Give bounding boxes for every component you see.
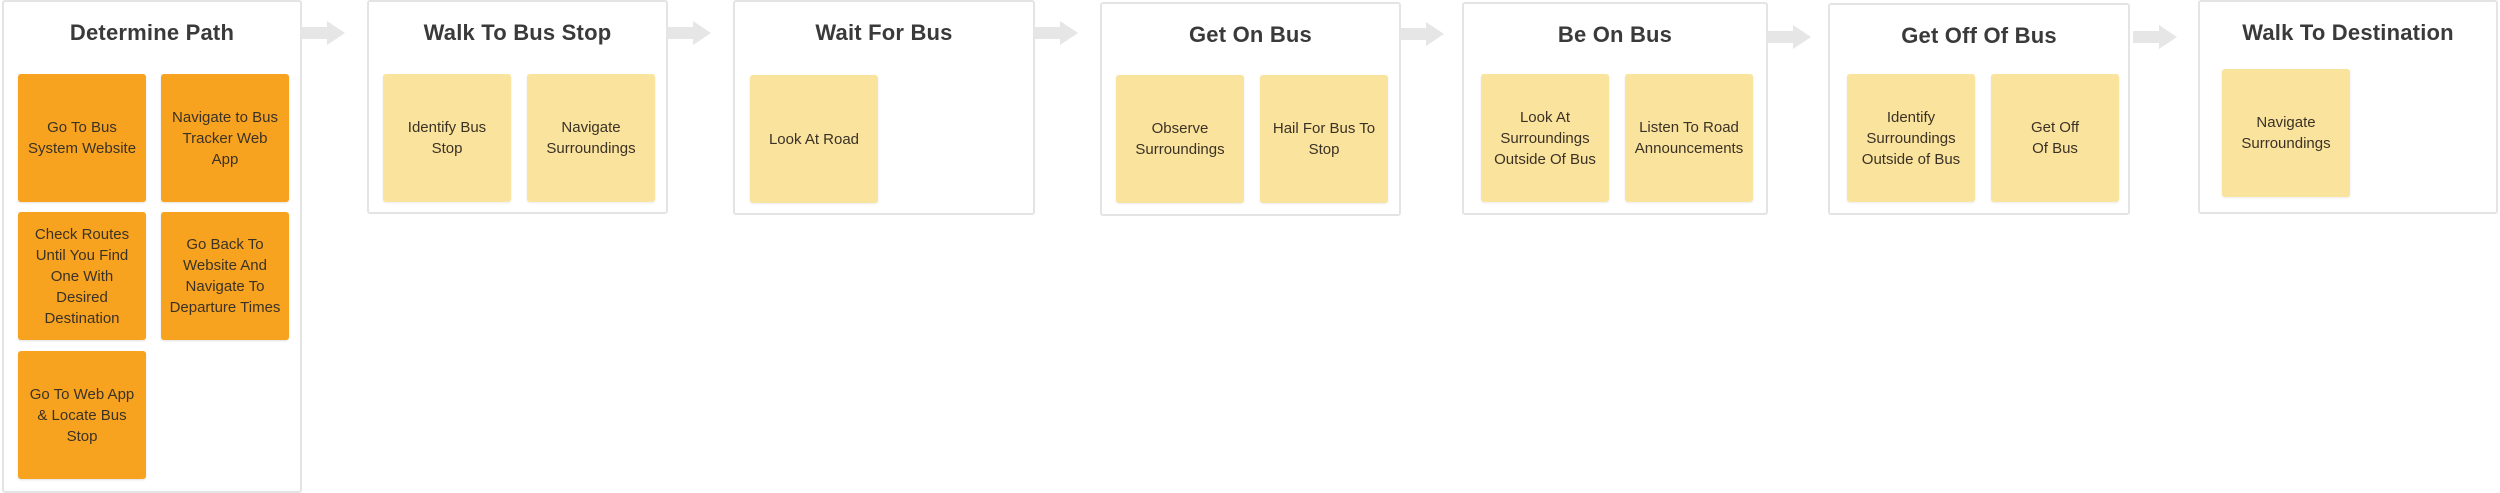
sticky-note[interactable]: Navigate Surroundings	[2222, 69, 2350, 197]
arrow-right-icon	[1400, 22, 1444, 46]
sticky-note[interactable]: Get Off Of Bus	[1991, 74, 2119, 202]
arrow-right-icon	[1767, 25, 1811, 49]
stage-walk-to-destination: Walk To Destination Navigate Surrounding…	[2198, 0, 2498, 214]
sticky-note[interactable]: Go To Bus System Website	[18, 74, 146, 202]
sticky-note[interactable]: Identify Surroundings Outside of Bus	[1847, 74, 1975, 202]
stage-title: Get Off Of Bus	[1901, 23, 2057, 48]
stage-determine-path: Determine Path Go To Bus System Website …	[2, 0, 302, 493]
stage-title: Be On Bus	[1557, 22, 1673, 47]
arrow-right-icon	[1034, 21, 1078, 45]
stage-title: Get On Bus	[1188, 22, 1312, 47]
sticky-note[interactable]: Navigate Surroundings	[527, 74, 655, 202]
sticky-note[interactable]: Go To Web App & Locate Bus Stop	[18, 351, 146, 479]
stage-title: Walk To Bus Stop	[423, 20, 612, 45]
stage-wait-for-bus: Wait For Bus Look At Road	[733, 0, 1035, 215]
sticky-note[interactable]: Observe Surroundings	[1116, 75, 1244, 203]
sticky-note[interactable]: Identify Bus Stop	[383, 74, 511, 202]
stage-be-on-bus: Be On Bus Look At Surroundings Outside O…	[1462, 2, 1768, 215]
sticky-note[interactable]: Check Routes Until You Find One With Des…	[18, 212, 146, 340]
arrow-right-icon	[2133, 25, 2177, 49]
arrow-right-icon	[301, 21, 345, 45]
stage-get-off-of-bus: Get Off Of Bus Identify Surroundings Out…	[1828, 3, 2130, 215]
sticky-note[interactable]: Look At Surroundings Outside Of Bus	[1481, 74, 1609, 202]
sticky-note[interactable]: Hail For Bus To Stop	[1260, 75, 1388, 203]
stage-title: Determine Path	[69, 20, 235, 45]
sticky-note[interactable]: Look At Road	[750, 75, 878, 203]
sticky-note[interactable]: Go Back To Website And Navigate To Depar…	[161, 212, 289, 340]
stage-title: Walk To Destination	[2242, 20, 2454, 45]
stage-walk-to-bus-stop: Walk To Bus Stop Identify Bus Stop Navig…	[367, 0, 668, 214]
sticky-note[interactable]: Navigate to Bus Tracker Web App	[161, 74, 289, 202]
arrow-right-icon	[667, 21, 711, 45]
stage-title: Wait For Bus	[815, 20, 953, 45]
sticky-note[interactable]: Listen To Road Announcements	[1625, 74, 1753, 202]
stage-get-on-bus: Get On Bus Observe Surroundings Hail For…	[1100, 2, 1401, 216]
